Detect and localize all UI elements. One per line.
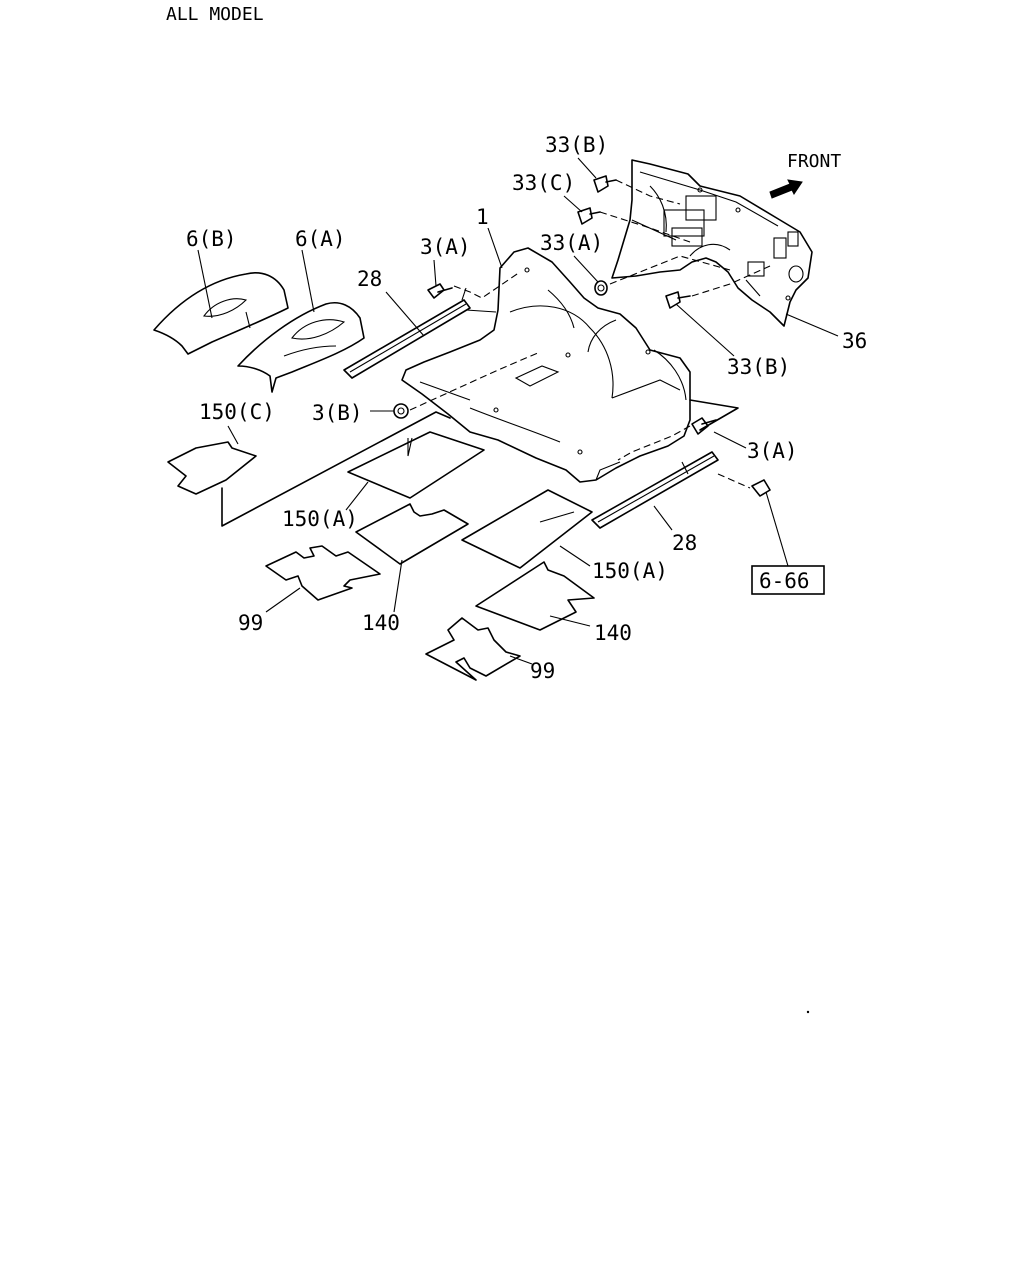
callout-3a-bottom: 3(A) bbox=[747, 439, 798, 463]
callout-33c: 33(C) bbox=[512, 171, 575, 195]
callout-6b: 6(B) bbox=[186, 227, 237, 251]
assembly-line-33c bbox=[599, 211, 691, 243]
callout-28-bottom: 28 bbox=[672, 531, 697, 555]
stray-dot bbox=[806, 1010, 810, 1014]
callout-28-top: 28 bbox=[357, 267, 382, 291]
callout-99-left: 99 bbox=[238, 611, 263, 635]
tunnel-cover-part-6b bbox=[153, 272, 289, 355]
fastener-3b bbox=[393, 403, 409, 419]
assembly-line-33a bbox=[609, 255, 731, 285]
fastener-3a-bottom bbox=[691, 417, 717, 435]
fastener-33c bbox=[577, 207, 601, 225]
front-label: FRONT bbox=[787, 151, 841, 172]
front-arrow-icon bbox=[769, 179, 803, 199]
fastener-3a-top bbox=[427, 283, 453, 299]
insulator-part-150c bbox=[167, 441, 257, 495]
callout-150c: 150(C) bbox=[199, 400, 275, 424]
mat-part-99-left bbox=[265, 545, 381, 601]
scuff-plate-part-28-top bbox=[343, 287, 497, 379]
tunnel-cover-part-6a bbox=[237, 302, 365, 393]
assembly-line-ref bbox=[689, 399, 739, 431]
assembly-line-33b-bottom bbox=[691, 265, 771, 297]
callout-150a-right: 150(A) bbox=[592, 559, 668, 583]
reference-box-6-66[interactable]: 6-66 bbox=[751, 565, 825, 595]
assembly-line-33b-top bbox=[615, 179, 681, 205]
callout-33b-bottom: 33(B) bbox=[727, 355, 790, 379]
callout-140-left: 140 bbox=[362, 611, 400, 635]
floor-carpet-part-1 bbox=[401, 247, 691, 483]
fastener-33a bbox=[594, 280, 608, 296]
mat-part-99-right bbox=[425, 617, 521, 681]
insulator-part-150a-right bbox=[461, 489, 593, 569]
assembly-line-3a-bottom bbox=[617, 425, 691, 461]
scuff-plate-part-28-bottom bbox=[591, 451, 719, 529]
reference-box-label: 6-66 bbox=[759, 569, 810, 593]
assembly-line-3b bbox=[409, 351, 541, 411]
leader-lines bbox=[197, 157, 839, 665]
assembly-line-150c bbox=[221, 411, 451, 527]
callout-1: 1 bbox=[476, 205, 489, 229]
dash-insulator-part-36 bbox=[611, 159, 813, 327]
callout-150a-left: 150(A) bbox=[282, 507, 358, 531]
assembly-line-28-bottom bbox=[717, 473, 751, 489]
clip-ref-6-66 bbox=[751, 479, 771, 497]
callout-3b: 3(B) bbox=[312, 401, 363, 425]
assembly-line-3a-top bbox=[453, 271, 521, 299]
model-header: ALL MODEL bbox=[166, 4, 264, 25]
callout-140-right: 140 bbox=[594, 621, 632, 645]
callout-33a: 33(A) bbox=[540, 231, 603, 255]
fastener-33b-top bbox=[593, 175, 617, 193]
callout-36: 36 bbox=[842, 329, 867, 353]
callout-3a-top: 3(A) bbox=[420, 235, 471, 259]
callout-33b-top: 33(B) bbox=[545, 133, 608, 157]
callout-99-right: 99 bbox=[530, 659, 555, 683]
mat-part-140-right bbox=[475, 561, 595, 631]
insulator-part-150a-left bbox=[347, 431, 485, 499]
callout-6a: 6(A) bbox=[295, 227, 346, 251]
mat-part-140-left bbox=[355, 503, 469, 565]
